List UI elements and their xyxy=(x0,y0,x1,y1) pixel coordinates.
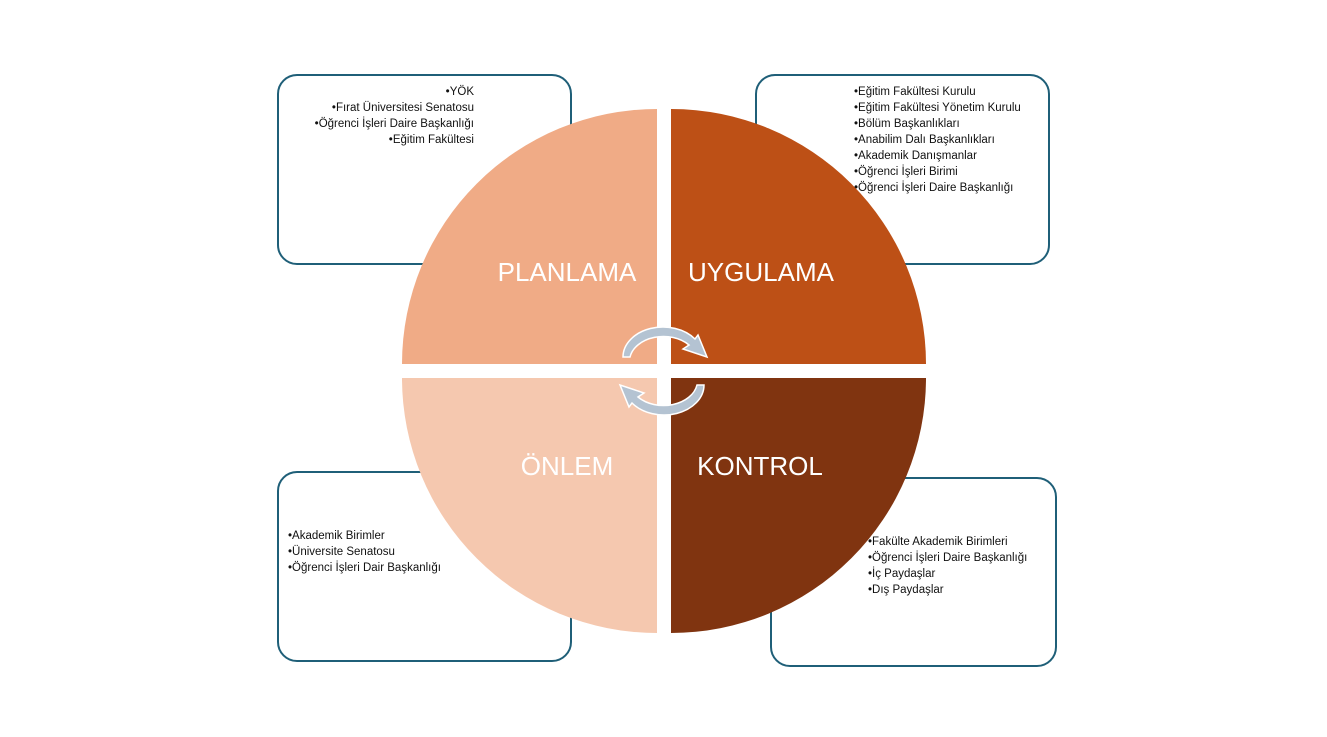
list-item: Fırat Üniversitesi Senatosu xyxy=(315,100,474,116)
list-item: Öğrenci İşleri Daire Başkanlığı xyxy=(868,550,1027,566)
list-item: Eğitim Fakültesi Yönetim Kurulu xyxy=(854,100,1021,116)
list-item: Öğrenci İşleri Birimi xyxy=(854,164,1021,180)
counterclockwise-arrow-icon xyxy=(618,383,705,416)
onlem-item-list: Akademik Birimler Üniversite Senatosu Öğ… xyxy=(288,528,441,576)
list-item: Eğitim Fakültesi Kurulu xyxy=(854,84,1021,100)
list-item: Öğrenci İşleri Daire Başkanlığı xyxy=(854,180,1021,196)
clockwise-arrow-icon xyxy=(622,326,709,359)
uygulama-item-list: Eğitim Fakültesi Kurulu Eğitim Fakültesi… xyxy=(854,84,1021,196)
list-item: YÖK xyxy=(315,84,474,100)
uygulama-quadrant xyxy=(671,109,926,364)
kontrol-quadrant xyxy=(671,378,926,633)
kontrol-item-list: Fakülte Akademik Birimleri Öğrenci İşler… xyxy=(868,534,1027,598)
list-item: Öğrenci İşleri Daire Başkanlığı xyxy=(315,116,474,132)
planlama-quadrant xyxy=(402,109,657,364)
list-item: Üniversite Senatosu xyxy=(288,544,441,560)
list-item: Anabilim Dalı Başkanlıkları xyxy=(854,132,1021,148)
cycle-arrows-icon xyxy=(618,326,709,416)
list-item: Fakülte Akademik Birimleri xyxy=(868,534,1027,550)
planlama-item-list: YÖK Fırat Üniversitesi Senatosu Öğrenci … xyxy=(315,84,474,148)
list-item: Akademik Danışmanlar xyxy=(854,148,1021,164)
onlem-quadrant xyxy=(402,378,657,633)
list-item: Öğrenci İşleri Dair Başkanlığı xyxy=(288,560,441,576)
list-item: Eğitim Fakültesi xyxy=(315,132,474,148)
onlem-label: ÖNLEM xyxy=(521,451,613,481)
list-item: Bölüm Başkanlıkları xyxy=(854,116,1021,132)
kontrol-label: KONTROL xyxy=(697,451,823,481)
planlama-label: PLANLAMA xyxy=(498,257,637,287)
list-item: Dış Paydaşlar xyxy=(868,582,1027,598)
list-item: Akademik Birimler xyxy=(288,528,441,544)
list-item: İç Paydaşlar xyxy=(868,566,1027,582)
uygulama-label: UYGULAMA xyxy=(688,257,835,287)
